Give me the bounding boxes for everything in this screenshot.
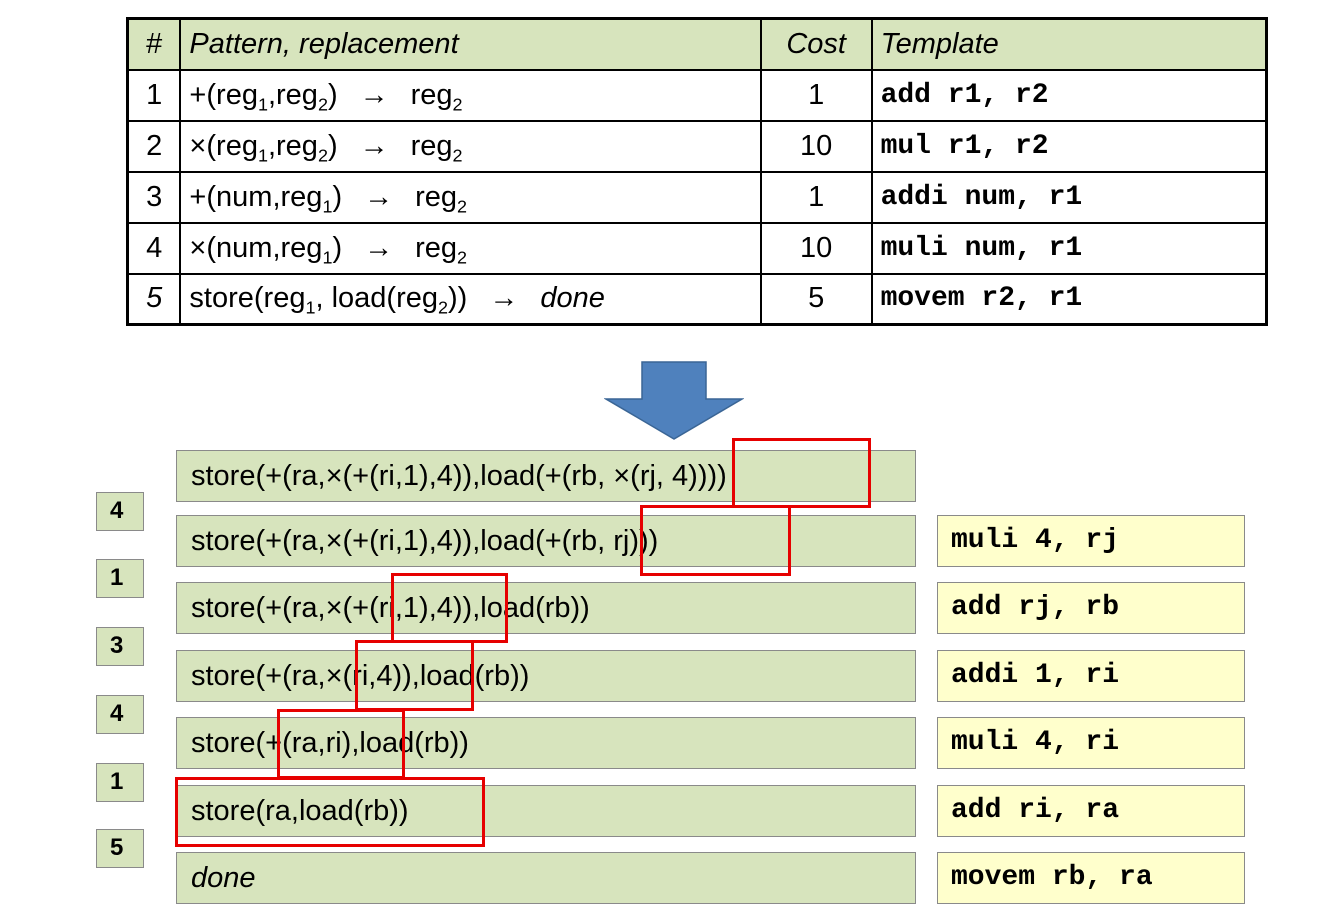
rule-row-5: 5 store(reg1, load(reg2))→done 5 movem r… bbox=[126, 272, 1268, 326]
step-tree: store(ra,load(rb)) bbox=[176, 785, 916, 837]
rule-pattern: store(reg1, load(reg2))→done bbox=[179, 272, 762, 326]
rule-row-4: 4 ×(num,reg1)→reg2 10 muli num, r1 bbox=[126, 221, 1268, 275]
rule-number: 5 bbox=[126, 272, 182, 326]
step-rule-number: 5 bbox=[96, 829, 144, 868]
rule-cost: 10 bbox=[759, 221, 873, 275]
rule-pattern: ×(reg1,reg2)→reg2 bbox=[179, 119, 762, 173]
arrow-symbol: → bbox=[359, 129, 389, 162]
rule-cost: 1 bbox=[759, 68, 873, 122]
rule-pattern: +(num,reg1)→reg2 bbox=[179, 170, 762, 224]
step-instruction: addi 1, ri bbox=[937, 650, 1245, 702]
step-rule-number: 4 bbox=[96, 492, 144, 531]
rule-cost: 1 bbox=[759, 170, 873, 224]
rule-template: addi num, r1 bbox=[870, 170, 1268, 224]
down-arrow-icon bbox=[604, 361, 744, 440]
header-template: Template bbox=[870, 17, 1268, 71]
header-pattern: Pattern, replacement bbox=[179, 17, 762, 71]
arrow-symbol: → bbox=[364, 231, 394, 264]
step-rule-number: 1 bbox=[96, 559, 144, 598]
rule-template: mul r1, r2 bbox=[870, 119, 1268, 173]
rule-number: 4 bbox=[126, 221, 182, 275]
rule-row-3: 3 +(num,reg1)→reg2 1 addi num, r1 bbox=[126, 170, 1268, 224]
rule-pattern: +(reg1,reg2)→reg2 bbox=[179, 68, 762, 122]
rule-row-1: 1 +(reg1,reg2)→reg2 1 add r1, r2 bbox=[126, 68, 1268, 122]
rule-number: 1 bbox=[126, 68, 182, 122]
arrow-symbol: → bbox=[364, 180, 394, 213]
header-number: # bbox=[126, 17, 182, 71]
rule-template: muli num, r1 bbox=[870, 221, 1268, 275]
step-tree: store(+(ra,×(+(ri,1),4)),load(+(rb, rj))… bbox=[176, 515, 916, 567]
step-rule-number: 3 bbox=[96, 627, 144, 666]
rule-number: 3 bbox=[126, 170, 182, 224]
step-instruction: add rj, rb bbox=[937, 582, 1245, 634]
step-instruction: movem rb, ra bbox=[937, 852, 1245, 904]
step-tree: done bbox=[176, 852, 916, 904]
step-rule-number: 4 bbox=[96, 695, 144, 734]
header-cost: Cost bbox=[759, 17, 873, 71]
step-tree: store(+(ra,ri),load(rb)) bbox=[176, 717, 916, 769]
rule-table: # Pattern, replacement Cost Template 1 +… bbox=[126, 17, 1268, 326]
step-instruction: muli 4, rj bbox=[937, 515, 1245, 567]
rule-cost: 10 bbox=[759, 119, 873, 173]
step-instruction: add ri, ra bbox=[937, 785, 1245, 837]
rule-number: 2 bbox=[126, 119, 182, 173]
step-tree: store(+(ra,×(+(ri,1),4)),load(+(rb, ×(rj… bbox=[176, 450, 916, 502]
rule-pattern: ×(num,reg1)→reg2 bbox=[179, 221, 762, 275]
arrow-symbol: → bbox=[359, 78, 389, 111]
step-tree: store(+(ra,×(+(ri,1),4)),load(rb)) bbox=[176, 582, 916, 634]
step-instruction: muli 4, ri bbox=[937, 717, 1245, 769]
rule-row-2: 2 ×(reg1,reg2)→reg2 10 mul r1, r2 bbox=[126, 119, 1268, 173]
rule-cost: 5 bbox=[759, 272, 873, 326]
step-tree: store(+(ra,×(ri,4)),load(rb)) bbox=[176, 650, 916, 702]
step-rule-number: 1 bbox=[96, 763, 144, 802]
rule-table-header: # Pattern, replacement Cost Template bbox=[126, 17, 1268, 71]
rule-template: movem r2, r1 bbox=[870, 272, 1268, 326]
arrow-symbol: → bbox=[489, 282, 519, 315]
rule-template: add r1, r2 bbox=[870, 68, 1268, 122]
